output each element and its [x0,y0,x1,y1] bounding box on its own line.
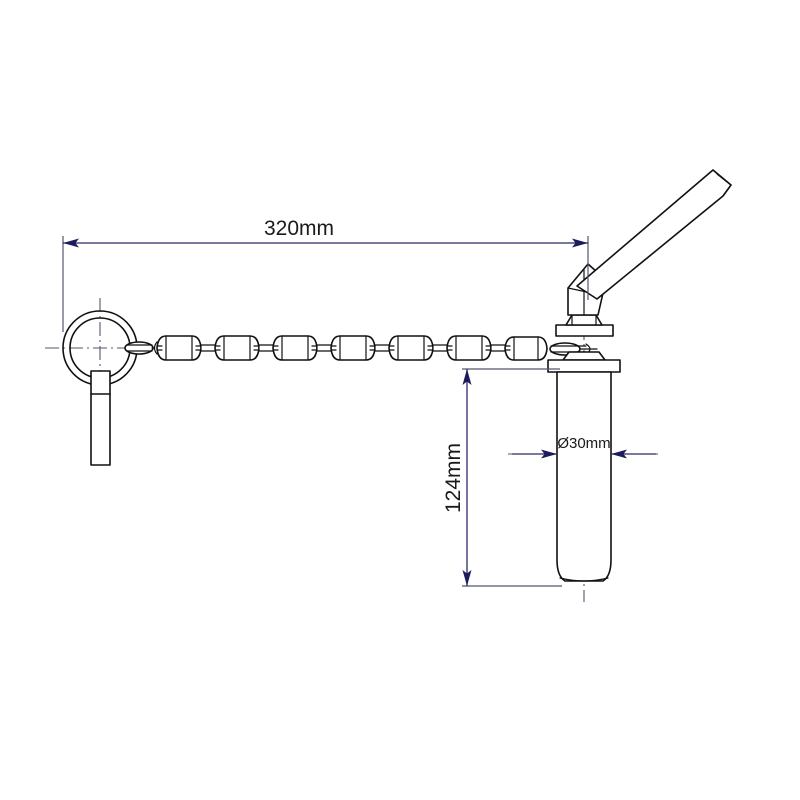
dimension-label-d30mm: Ø30mm [557,435,610,452]
cylinder-body-outline [556,371,612,582]
valve-body-flange [547,351,621,373]
dim-arrow-right-320 [572,238,588,248]
chain-link-edge-2 [200,344,217,352]
chain-link-edge-7 [490,344,507,352]
swivel-left-outer [124,341,154,355]
chain-link-face-7 [504,336,548,361]
valve-body-cylinder [556,371,612,582]
chain-link-face-3 [272,335,318,361]
dim-arrow-left-320 [63,238,79,248]
dimension-label-124mm: 124mm [442,443,465,513]
dimension-overall-length: 320mm [62,217,589,332]
chain-link-edge-3 [258,344,275,352]
dim-arrow-left-d30 [541,449,557,459]
flange-plate [547,359,621,373]
dimension-body-height: 124mm [442,368,562,587]
link-chain [153,335,548,361]
lever-arm-body [576,169,732,300]
dim-arrow-right-d30 [611,449,627,459]
valve-bonnet-collar [555,314,614,337]
chain-link-face-5 [388,335,434,361]
lever-arm-inner-edge [722,184,732,197]
dim-arrow-top-124 [462,369,472,385]
cylinder-bottom-seam [559,577,609,582]
ring-tang-pin [90,370,111,466]
bonnet-flange-plate [555,324,614,337]
flange-neck [562,351,606,361]
lever-handle-arm [576,169,732,300]
dimension-body-diameter: Ø30mm [512,435,656,459]
lever-arm-tip-bevel [716,173,732,186]
dimension-label-320mm: 320mm [264,217,334,240]
chain-link-face-2 [214,335,260,361]
chain-link-face-6 [446,335,492,361]
ring-tang-body [90,370,111,466]
chain-link-face-4 [330,335,376,361]
chain-link-edge-6 [432,344,449,352]
chain-link-edge-5 [374,344,391,352]
chain-link-face-1 [156,335,202,361]
dim-arrow-bottom-124 [462,570,472,586]
chain-link-edge-4 [316,344,333,352]
